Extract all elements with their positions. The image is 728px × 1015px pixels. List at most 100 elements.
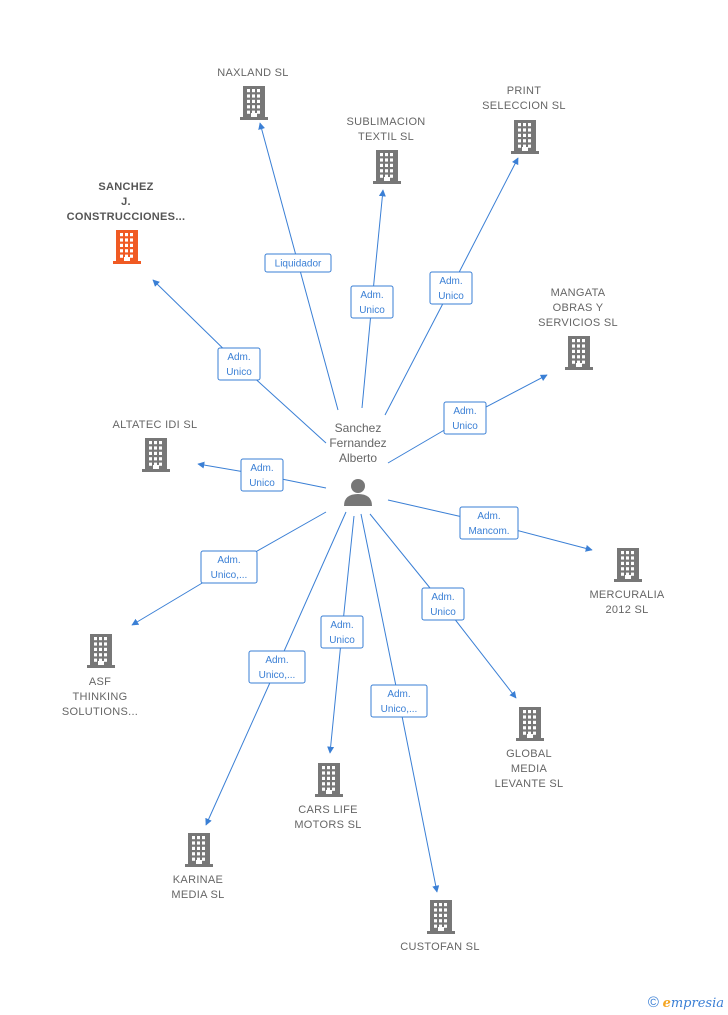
company-label[interactable]: CONSTRUCCIONES... — [67, 211, 186, 223]
edge-mercuralia: Adm.Mancom. — [387, 499, 593, 552]
company-label[interactable]: GLOBAL — [506, 748, 552, 760]
company-label[interactable]: J. — [121, 196, 131, 208]
company-label[interactable]: CUSTOFAN SL — [400, 941, 480, 953]
company-label[interactable]: SELECCION SL — [482, 100, 566, 112]
company-node-karinae[interactable]: KARINAE MEDIA SL — [171, 833, 224, 901]
company-node-carslife[interactable]: CARS LIFE MOTORS SL — [294, 763, 361, 831]
company-label[interactable]: 2012 SL — [605, 604, 648, 616]
edge-global: Adm. Unico — [369, 513, 517, 699]
company-node-sublimacion[interactable]: SUBLIMACION TEXTIL SL — [346, 116, 425, 184]
company-label[interactable]: LEVANTE SL — [495, 778, 564, 790]
company-label[interactable]: NAXLAND SL — [217, 67, 288, 79]
edges-layer: LiquidadorAdm.UnicoAdm.UnicoAdm.UnicoAdm… — [131, 122, 593, 893]
edge-label-text: Unico,... — [381, 704, 418, 715]
edge-label-text: Adm. — [431, 592, 454, 603]
edge-label-text: Unico,... — [259, 670, 296, 681]
edge-label-altatec[interactable]: Adm. Unico — [240, 458, 284, 492]
person-name-label[interactable]: Sanchez — [335, 421, 382, 435]
edge-label-text: Adm. — [250, 463, 273, 474]
company-label[interactable]: ALTATEC IDI SL — [113, 419, 198, 431]
edge-label-karinae[interactable]: Adm. Unico,... — [248, 650, 306, 684]
edge-sublimacion: Adm.Unico — [350, 189, 394, 409]
company-label[interactable]: MANGATA — [551, 287, 606, 299]
building-icon — [315, 763, 343, 797]
person-name-label[interactable]: Fernandez — [329, 436, 386, 450]
building-icon — [516, 707, 544, 741]
building-icon — [373, 150, 401, 184]
brand-logo-text: mpresia — [670, 996, 724, 1011]
edge-label-mangata[interactable]: Adm.Unico — [443, 401, 487, 435]
edge-label-text: Adm. — [453, 406, 476, 417]
edge-label-box[interactable] — [459, 506, 519, 540]
company-node-global[interactable]: GLOBAL MEDIA LEVANTE SL — [495, 707, 564, 790]
company-label[interactable]: OBRAS Y — [553, 302, 604, 314]
company-label[interactable]: SANCHEZ — [98, 181, 153, 193]
edge-label-text: Adm. — [217, 555, 240, 566]
edge-label-box[interactable] — [429, 271, 473, 305]
company-label[interactable]: SERVICIOS SL — [538, 317, 618, 329]
footer-brand: © empresia — [648, 994, 724, 1011]
copyright-symbol: © — [647, 994, 659, 1011]
company-label[interactable]: MEDIA — [511, 763, 548, 775]
company-node-sanchez[interactable]: SANCHEZ J. CONSTRUCCIONES... — [67, 181, 186, 264]
edge-label-box[interactable] — [350, 285, 394, 319]
edge-label-text: Adm. — [387, 689, 410, 700]
building-icon — [87, 634, 115, 668]
edge-label-box[interactable] — [443, 401, 487, 435]
person-icon[interactable] — [344, 479, 372, 506]
edge-label-mercuralia[interactable]: Adm.Mancom. — [459, 506, 519, 540]
edge-label-text: Adm. — [360, 290, 383, 301]
edge-label-carslife[interactable]: Adm.Unico — [320, 615, 364, 649]
company-node-mercuralia[interactable]: MERCURALIA 2012 SL — [589, 548, 665, 616]
edge-label-text: Adm. — [265, 655, 288, 666]
company-label[interactable]: TEXTIL SL — [358, 131, 414, 143]
company-node-altatec[interactable]: ALTATEC IDI SL — [113, 419, 198, 472]
edge-label-text: Adm. — [439, 276, 462, 287]
edge-label-naxland[interactable]: Liquidador — [264, 253, 332, 273]
edge-label-box[interactable] — [320, 615, 364, 649]
edge-label-box[interactable] — [370, 684, 428, 718]
person-name-label[interactable]: Alberto — [339, 451, 377, 465]
edge-label-text: Unico — [329, 635, 355, 646]
company-node-custofan[interactable]: CUSTOFAN SL — [400, 900, 480, 953]
edge-label-box[interactable] — [217, 347, 261, 381]
edge-label-box[interactable] — [421, 587, 465, 621]
edge-label-sublimacion[interactable]: Adm.Unico — [350, 285, 394, 319]
company-label[interactable]: SUBLIMACION — [346, 116, 425, 128]
company-node-asf[interactable]: ASF THINKING SOLUTIONS... — [62, 634, 138, 718]
edge-label-sanchez[interactable]: Adm. Unico — [217, 347, 261, 381]
company-label[interactable]: SOLUTIONS... — [62, 706, 138, 718]
brand-logo-e: e — [662, 996, 671, 1011]
edge-label-asf[interactable]: Adm.Unico,... — [200, 550, 258, 584]
company-label[interactable]: MERCURALIA — [589, 589, 664, 601]
company-node-print[interactable]: PRINT SELECCION SL — [482, 85, 566, 154]
company-node-mangata[interactable]: MANGATA OBRAS Y SERVICIOS SL — [538, 287, 618, 370]
company-label[interactable]: CARS LIFE — [298, 804, 358, 816]
company-node-naxland[interactable]: NAXLAND SL — [217, 67, 288, 120]
company-label[interactable]: MEDIA SL — [171, 889, 224, 901]
company-label[interactable]: THINKING — [73, 691, 128, 703]
edge-label-print[interactable]: Adm.Unico — [429, 271, 473, 305]
edge-print: Adm.Unico — [384, 157, 519, 416]
edge-custofan: Adm. Unico,... — [360, 513, 440, 893]
edge-label-custofan[interactable]: Adm. Unico,... — [370, 684, 428, 718]
edge-label-text: Unico — [226, 367, 252, 378]
edge-label-box[interactable] — [240, 458, 284, 492]
building-icon — [142, 438, 170, 472]
edge-label-text: Adm. — [227, 352, 250, 363]
edge-label-box[interactable] — [264, 253, 332, 273]
edge-carslife: Adm.Unico — [320, 515, 364, 754]
building-icon — [113, 230, 141, 264]
company-label[interactable]: MOTORS SL — [294, 819, 361, 831]
edge-label-box[interactable] — [200, 550, 258, 584]
edge-label-text: Unico — [430, 607, 456, 618]
edge-label-global[interactable]: Adm. Unico — [421, 587, 465, 621]
company-label[interactable]: KARINAE — [173, 874, 223, 886]
company-label[interactable]: PRINT — [507, 85, 542, 97]
edge-sanchez: Adm. Unico — [152, 279, 327, 444]
edge-label-box[interactable] — [248, 650, 306, 684]
edge-label-text: Unico — [249, 478, 275, 489]
company-label[interactable]: ASF — [89, 676, 111, 688]
